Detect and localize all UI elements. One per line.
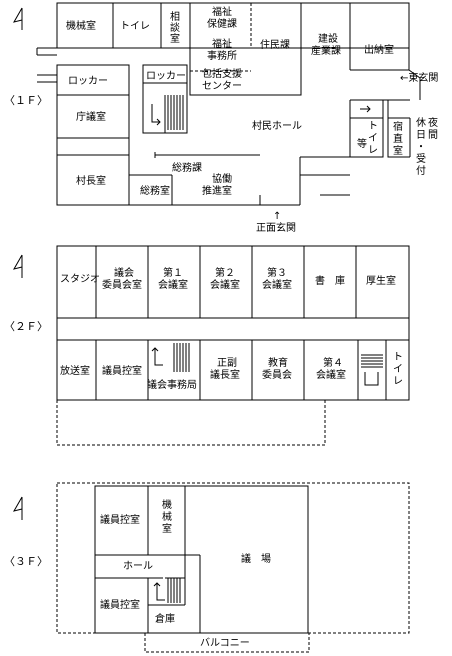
room-night-duty-2: 直 [393, 132, 403, 145]
room-consult-2: 談 [170, 21, 180, 34]
room-toilet-right-4: 等 [357, 137, 367, 150]
room-welfare-health-1: 福祉 [212, 5, 232, 18]
room-cooperation-2: 推進室 [202, 184, 232, 197]
room-welfare-health-2: 保健課 [207, 17, 237, 30]
room-night-duty-1: 宿 [393, 120, 403, 133]
floor1-plan [36, 2, 421, 206]
floor1-label: 〈１Ｆ〉 [4, 94, 48, 107]
room-night-reception-5: ・ [416, 142, 426, 153]
room-storage: 倉庫 [155, 612, 175, 625]
room-machine3-3: 室 [162, 522, 172, 535]
room-toilet2-2: イ [393, 364, 403, 375]
room-cooperation-1: 協働 [212, 172, 232, 185]
room-member-wait: 議員控室 [102, 364, 142, 377]
room-member-wait-top: 議員控室 [100, 513, 140, 526]
room-toilet: トイレ [120, 21, 150, 32]
floor2-plan [56, 245, 410, 446]
room-welfare-office-2: 事務所 [207, 49, 237, 62]
east-entrance-label: ←東玄関 [400, 71, 438, 84]
room-night-reception-3: 夜 [428, 116, 438, 129]
room-meeting2-1: 第２ [215, 266, 235, 279]
room-night-reception-6: 受 [416, 153, 426, 165]
room-committee-1: 議会 [114, 266, 134, 279]
room-night-reception-7: 付 [416, 164, 426, 177]
room-hall: ホール [123, 560, 153, 572]
room-support-center-1: 包括支援 [202, 67, 242, 80]
room-broadcast: 放送室 [60, 364, 90, 377]
room-welfare-office-1: 福祉 [212, 37, 232, 50]
room-toilet2-1: ト [393, 352, 403, 363]
room-studio: スタジオ [60, 273, 100, 285]
room-locker-left: ロッカー [68, 75, 108, 87]
room-toilet2-3: レ [393, 376, 403, 387]
room-welfare: 厚生室 [366, 274, 396, 287]
room-consult-3: 室 [170, 32, 180, 45]
room-meeting1-2: 会議室 [158, 278, 188, 291]
floor3-label: 〈３Ｆ〉 [4, 555, 48, 568]
room-meeting3-1: 第３ [267, 266, 287, 279]
floor2-label: 〈２Ｆ〉 [4, 320, 48, 333]
room-treasury: 出納室 [364, 43, 394, 56]
room-night-duty-3: 室 [393, 144, 403, 157]
room-assembly-hall: 議 場 [241, 552, 271, 565]
room-general-affairs: 総務室 [140, 184, 170, 197]
north-arrow-icon [12, 496, 23, 520]
room-machine3-1: 機 [162, 498, 172, 511]
room-construction-1: 建設 [318, 32, 338, 45]
main-entrance-arrow: ↑ [273, 211, 281, 222]
room-meeting2-2: 会議室 [210, 278, 240, 291]
room-committee-2: 委員会室 [102, 278, 142, 291]
room-residents: 住民課 [260, 38, 290, 51]
room-assembly-office: 議会事務局 [147, 378, 197, 391]
stair-icon [361, 354, 383, 386]
main-entrance-label: 正面玄関 [256, 221, 296, 234]
room-toilet-right-2: イ [368, 133, 378, 144]
room-member-wait-bottom: 議員控室 [100, 598, 140, 611]
room-education-1: 教育 [268, 356, 288, 369]
room-library: 書 庫 [315, 274, 345, 287]
room-education-2: 委員会 [262, 368, 292, 381]
room-meeting1-1: 第１ [163, 266, 183, 279]
room-council: 庁議室 [76, 110, 106, 123]
door-arrow-icon [360, 105, 371, 113]
room-locker-right: ロッカー [146, 70, 186, 82]
room-night-reception-2: 日 [416, 130, 426, 141]
north-arrow-icon [12, 7, 23, 30]
room-support-center-2: センター [202, 80, 242, 92]
room-night-reception-4: 間 [428, 129, 438, 141]
room-toilet-right-3: レ [368, 145, 378, 156]
room-village-hall: 村民ホール [252, 119, 302, 132]
room-chair-2: 議長室 [210, 368, 240, 381]
north-arrow-icon [12, 254, 23, 278]
room-machine: 機械室 [66, 19, 96, 32]
floor3-plan [56, 482, 410, 653]
room-construction-2: 産業課 [311, 44, 341, 57]
room-meeting4-2: 会議室 [316, 368, 346, 381]
room-chair-1: 正副 [217, 357, 237, 369]
room-consult-1: 相 [170, 10, 180, 23]
room-meeting3-2: 会議室 [262, 278, 292, 291]
stair-icon [153, 577, 185, 603]
room-general-affairs-div: 総務課 [172, 161, 202, 174]
stair-icon [151, 343, 190, 372]
stair-icon [151, 95, 184, 130]
room-night-reception-1: 休 [416, 117, 426, 129]
room-balcony: バルコニー [200, 637, 250, 649]
room-meeting4-1: 第４ [323, 356, 343, 369]
room-toilet-right-1: ト [368, 121, 378, 132]
room-machine3-2: 械 [162, 510, 172, 523]
room-mayor: 村長室 [76, 174, 106, 187]
